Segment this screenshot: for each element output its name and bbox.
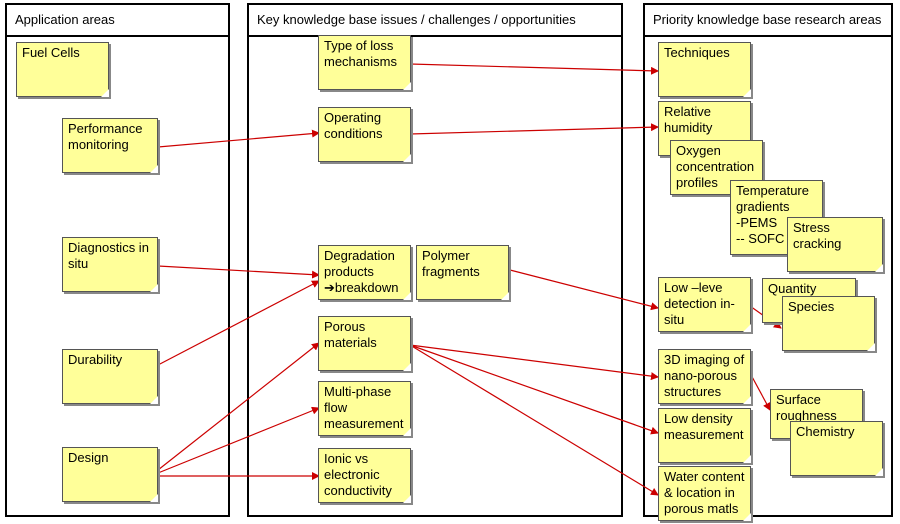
- note-oxygen-concentration: Oxygen concentration profiles: [670, 140, 763, 195]
- note-multiphase-flow: Multi-phase flow measurement: [318, 381, 411, 436]
- note-type-of-loss: Type of loss mechanisms: [318, 35, 411, 90]
- note-durability: Durability: [62, 349, 158, 404]
- note-techniques: Techniques: [658, 42, 751, 97]
- note-chemistry: Chemistry: [790, 421, 883, 476]
- note-design: Design: [62, 447, 158, 502]
- column-header-key-issues: Key knowledge base issues / challenges /…: [249, 5, 621, 37]
- note-diagnostics-in-situ: Diagnostics in situ: [62, 237, 158, 292]
- note-degradation-products: Degradation products ➔breakdown: [318, 245, 411, 300]
- note-3d-imaging: 3D imaging of nano-porous structures: [658, 349, 751, 404]
- note-polymer-fragments: Polymer fragments: [416, 245, 509, 300]
- note-performance-monitoring: Performance monitoring: [62, 118, 158, 173]
- note-fuel-cells: Fuel Cells: [16, 42, 109, 97]
- note-stress-cracking: Stress cracking: [787, 217, 883, 272]
- note-low-density: Low density measurement: [658, 408, 751, 463]
- note-species: Species: [782, 296, 875, 351]
- note-porous-materials: Porous materials: [318, 316, 411, 371]
- column-header-application-areas: Application areas: [7, 5, 228, 37]
- note-operating-conditions: Operating conditions: [318, 107, 411, 162]
- column-header-priority-research: Priority knowledge base research areas: [645, 5, 891, 37]
- note-low-level-detection: Low –leve detection in-situ: [658, 277, 751, 332]
- note-water-content: Water content & location in porous matls: [658, 466, 751, 521]
- note-ionic-electronic: Ionic vs electronic conductivity: [318, 448, 411, 503]
